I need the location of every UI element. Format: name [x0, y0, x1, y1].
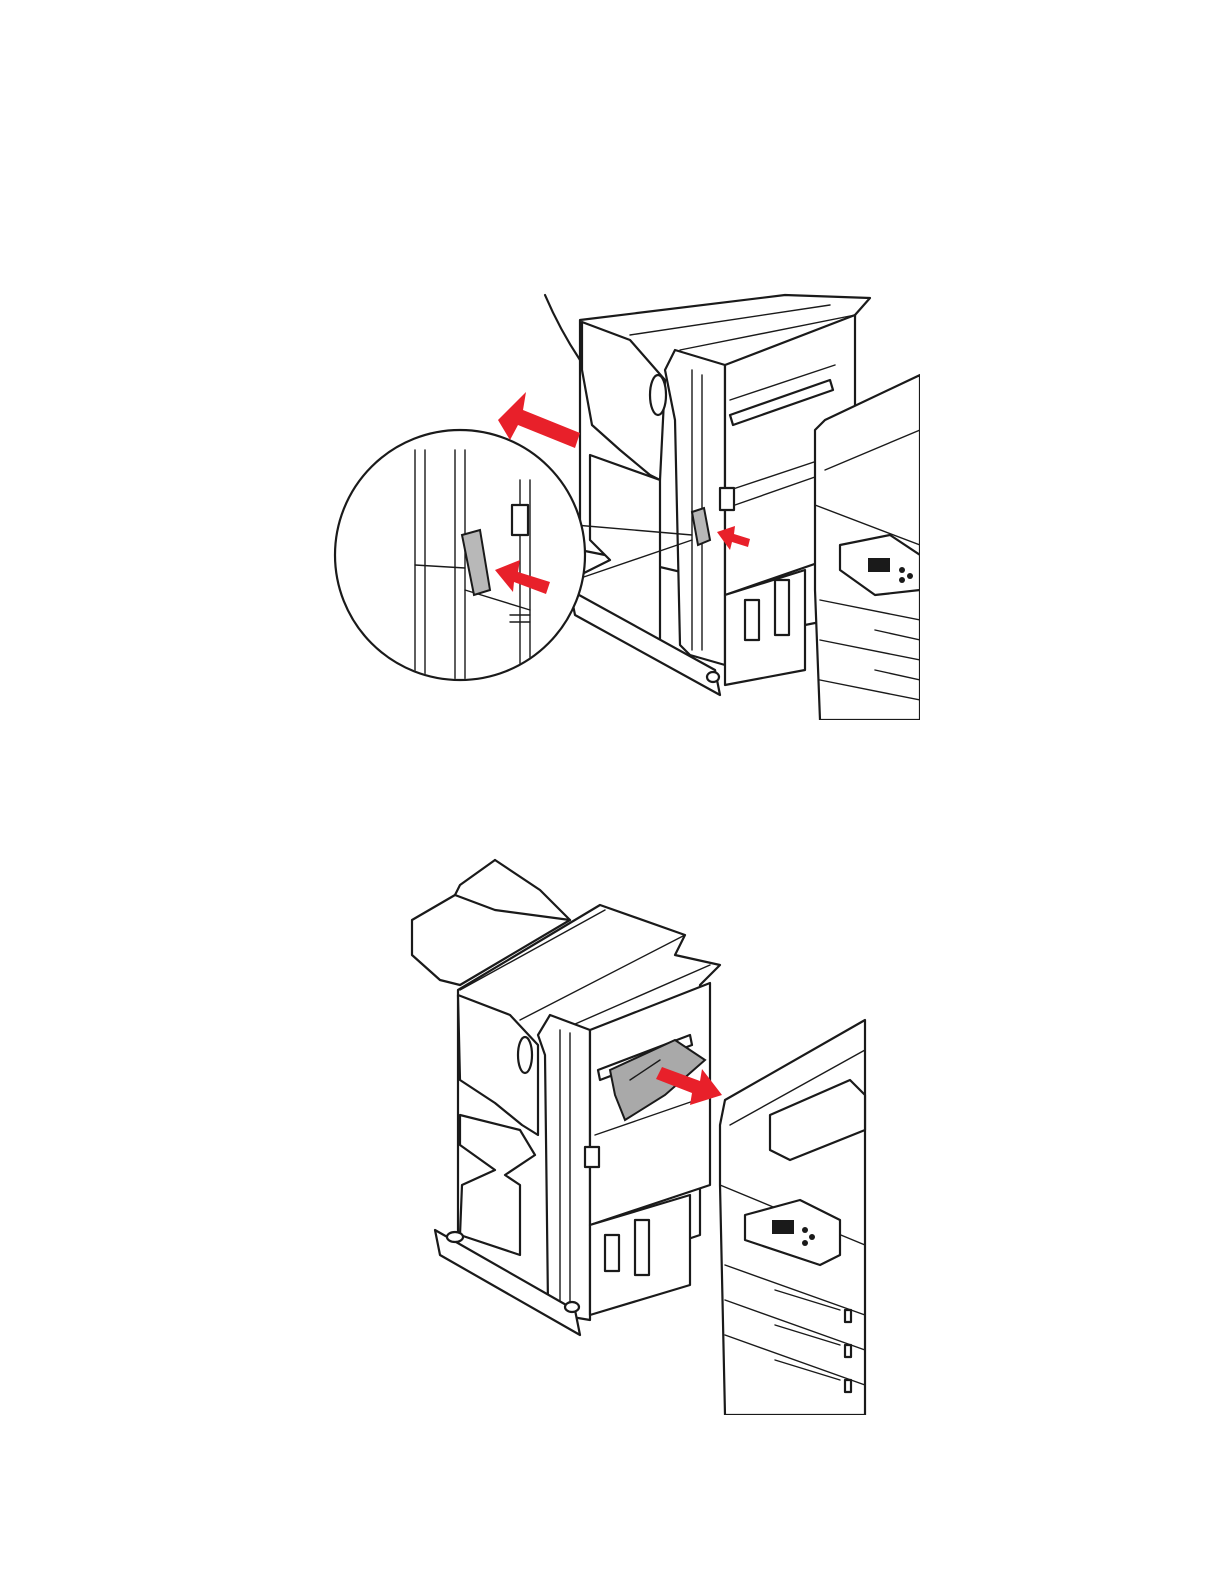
- finisher-latch-drawing: [330, 290, 920, 720]
- finisher-latch-illustration: [330, 290, 920, 720]
- zoom-callout-circle: [335, 430, 585, 680]
- tray-edge: [545, 295, 580, 360]
- remove-paper-drawing: [400, 855, 880, 1415]
- printer-display: [868, 558, 890, 572]
- remove-paper-illustration: [400, 855, 880, 1415]
- printer-display: [772, 1220, 794, 1234]
- door-handle: [650, 375, 666, 415]
- door-handle: [518, 1037, 532, 1073]
